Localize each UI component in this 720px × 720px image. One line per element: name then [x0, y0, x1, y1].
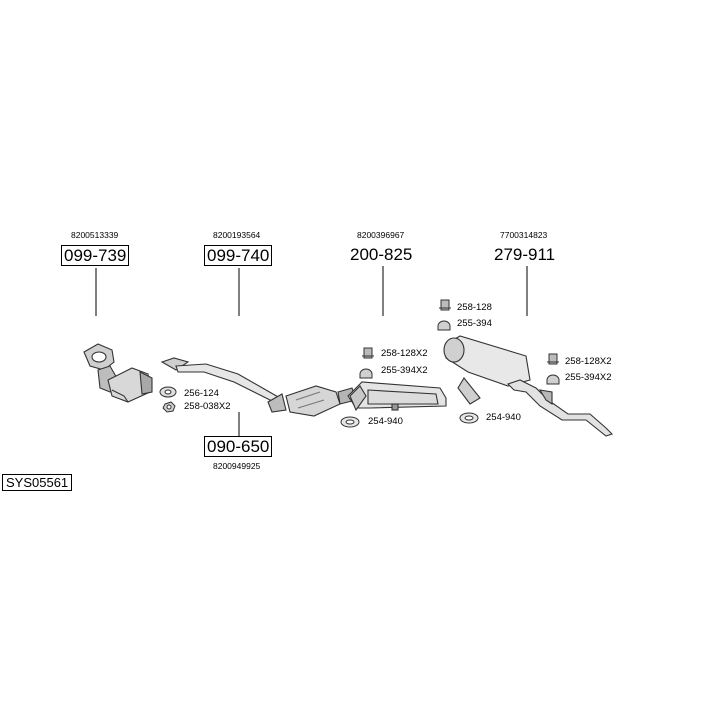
accessory-label[interactable]: 255-394X2: [381, 365, 428, 376]
rubber-mount-icon: [362, 347, 374, 359]
rubber-mount-icon: [439, 299, 451, 311]
underfloor-catalyst-drawing: [285, 385, 357, 417]
rear-silencer-drawing: [443, 335, 614, 437]
accessory-label[interactable]: 256-124: [184, 388, 219, 399]
accessory-label[interactable]: 258-038X2: [184, 401, 231, 412]
clamp-ring-icon: [459, 412, 479, 424]
clamp-icon: [359, 368, 373, 379]
clamp-ring-icon: [340, 416, 360, 428]
accessory-label[interactable]: 258-128X2: [381, 348, 428, 359]
accessory-label[interactable]: 255-394: [457, 318, 492, 329]
accessory-label[interactable]: 258-128X2: [565, 356, 612, 367]
accessory-label[interactable]: 258-128: [457, 302, 492, 313]
rubber-mount-icon: [547, 353, 559, 365]
clamp-icon: [546, 374, 560, 385]
accessory-label[interactable]: 255-394X2: [565, 372, 612, 383]
accessory-label[interactable]: 254-940: [368, 416, 403, 427]
part-number-label[interactable]: 099-740: [204, 245, 273, 266]
part-number-label[interactable]: 090-650: [204, 436, 273, 457]
part-number-label[interactable]: 279-911: [494, 245, 556, 264]
front-catalyst-drawing: [83, 343, 153, 403]
accessory-label[interactable]: 254-940: [486, 412, 521, 423]
oe-number: 8200949925: [213, 461, 261, 471]
nut-icon: [162, 401, 176, 413]
oe-number: 8200193564: [213, 230, 261, 240]
gasket-icon: [159, 386, 177, 398]
front-pipe-drawing: [160, 357, 287, 413]
oe-number: 8200513339: [71, 230, 119, 240]
oe-number: 7700314823: [500, 230, 548, 240]
clamp-icon: [437, 320, 451, 331]
system-code-label: SYS05561: [2, 474, 73, 491]
part-number-label[interactable]: 200-825: [350, 245, 413, 264]
oe-number: 8200396967: [357, 230, 405, 240]
middle-silencer-drawing: [347, 381, 447, 412]
part-number-label[interactable]: 099-739: [61, 245, 130, 266]
